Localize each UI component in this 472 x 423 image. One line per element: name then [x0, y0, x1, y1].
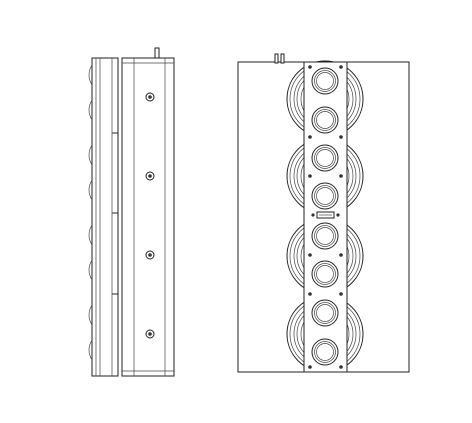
tweeter-inner	[316, 265, 334, 283]
side-screw-center	[148, 95, 152, 99]
side-screw	[145, 92, 155, 102]
tweeter	[311, 67, 339, 95]
baffle-screw	[339, 174, 343, 178]
tweeter-mid	[314, 70, 336, 92]
tweeter-outer	[311, 144, 339, 172]
side-screw-center	[148, 253, 152, 257]
side-main-body	[121, 57, 175, 377]
baffle-screw	[308, 135, 312, 139]
tweeter-inner	[316, 72, 334, 90]
tweeter-inner	[316, 304, 334, 322]
front-baffle-screws	[308, 65, 343, 369]
side-fixing-screws	[145, 92, 155, 339]
side-screw-center	[148, 332, 152, 336]
tweeter-inner	[316, 149, 334, 167]
side-screw-center	[148, 174, 152, 178]
baffle-screw	[308, 174, 312, 178]
side-rear-bulge	[88, 99, 93, 121]
baffle-screw	[339, 65, 343, 69]
tweeter-outer	[311, 67, 339, 95]
tweeter-outer	[311, 260, 339, 288]
tweeter-outer	[311, 299, 339, 327]
baffle-screw	[308, 365, 312, 369]
tweeter	[311, 106, 339, 134]
tweeter	[311, 299, 339, 327]
side-view	[88, 47, 175, 377]
baffle-screw	[308, 253, 312, 257]
side-rear-bulge	[88, 64, 93, 86]
baffle-screw	[339, 135, 343, 139]
tweeter-outer	[311, 222, 339, 250]
baffle-screw	[339, 365, 343, 369]
side-rear-bulge	[88, 339, 93, 361]
tweeter-mid	[314, 109, 336, 131]
side-rear-bulge	[88, 259, 93, 281]
side-rear-bulge	[88, 304, 93, 326]
tweeter-mid	[314, 147, 336, 169]
tweeter	[311, 144, 339, 172]
tweeter-outer	[311, 338, 339, 366]
side-rear-bulge	[88, 179, 93, 201]
tweeter-inner	[316, 343, 334, 361]
front-tweeters	[311, 67, 339, 366]
baffle-screw	[339, 292, 343, 296]
tweeter-inner	[316, 187, 334, 205]
front-center-badge	[311, 211, 340, 219]
side-screw	[145, 171, 155, 181]
front-connector-pin-right	[280, 53, 285, 64]
baffle-screw	[308, 65, 312, 69]
tweeter	[311, 260, 339, 288]
tweeter-mid	[314, 302, 336, 324]
tweeter-mid	[314, 225, 336, 247]
tweeter-inner	[316, 111, 334, 129]
tweeter-inner	[316, 227, 334, 245]
side-rear-bulge	[88, 224, 93, 246]
tweeter-mid	[314, 185, 336, 207]
side-connector-pin	[154, 47, 160, 59]
side-screw	[145, 329, 155, 339]
tweeter-mid	[314, 341, 336, 363]
tweeter-mid	[314, 263, 336, 285]
tweeter-outer	[311, 182, 339, 210]
baffle-screw	[339, 253, 343, 257]
side-screw	[145, 250, 155, 260]
front-view	[237, 53, 410, 373]
tweeter	[311, 338, 339, 366]
tweeter-outer	[311, 106, 339, 134]
side-rear-bulge	[88, 144, 93, 166]
side-rear-bulges	[88, 64, 93, 361]
tweeter	[311, 222, 339, 250]
front-connector-pin-left	[274, 53, 279, 64]
baffle-screw	[308, 292, 312, 296]
tweeter	[311, 182, 339, 210]
